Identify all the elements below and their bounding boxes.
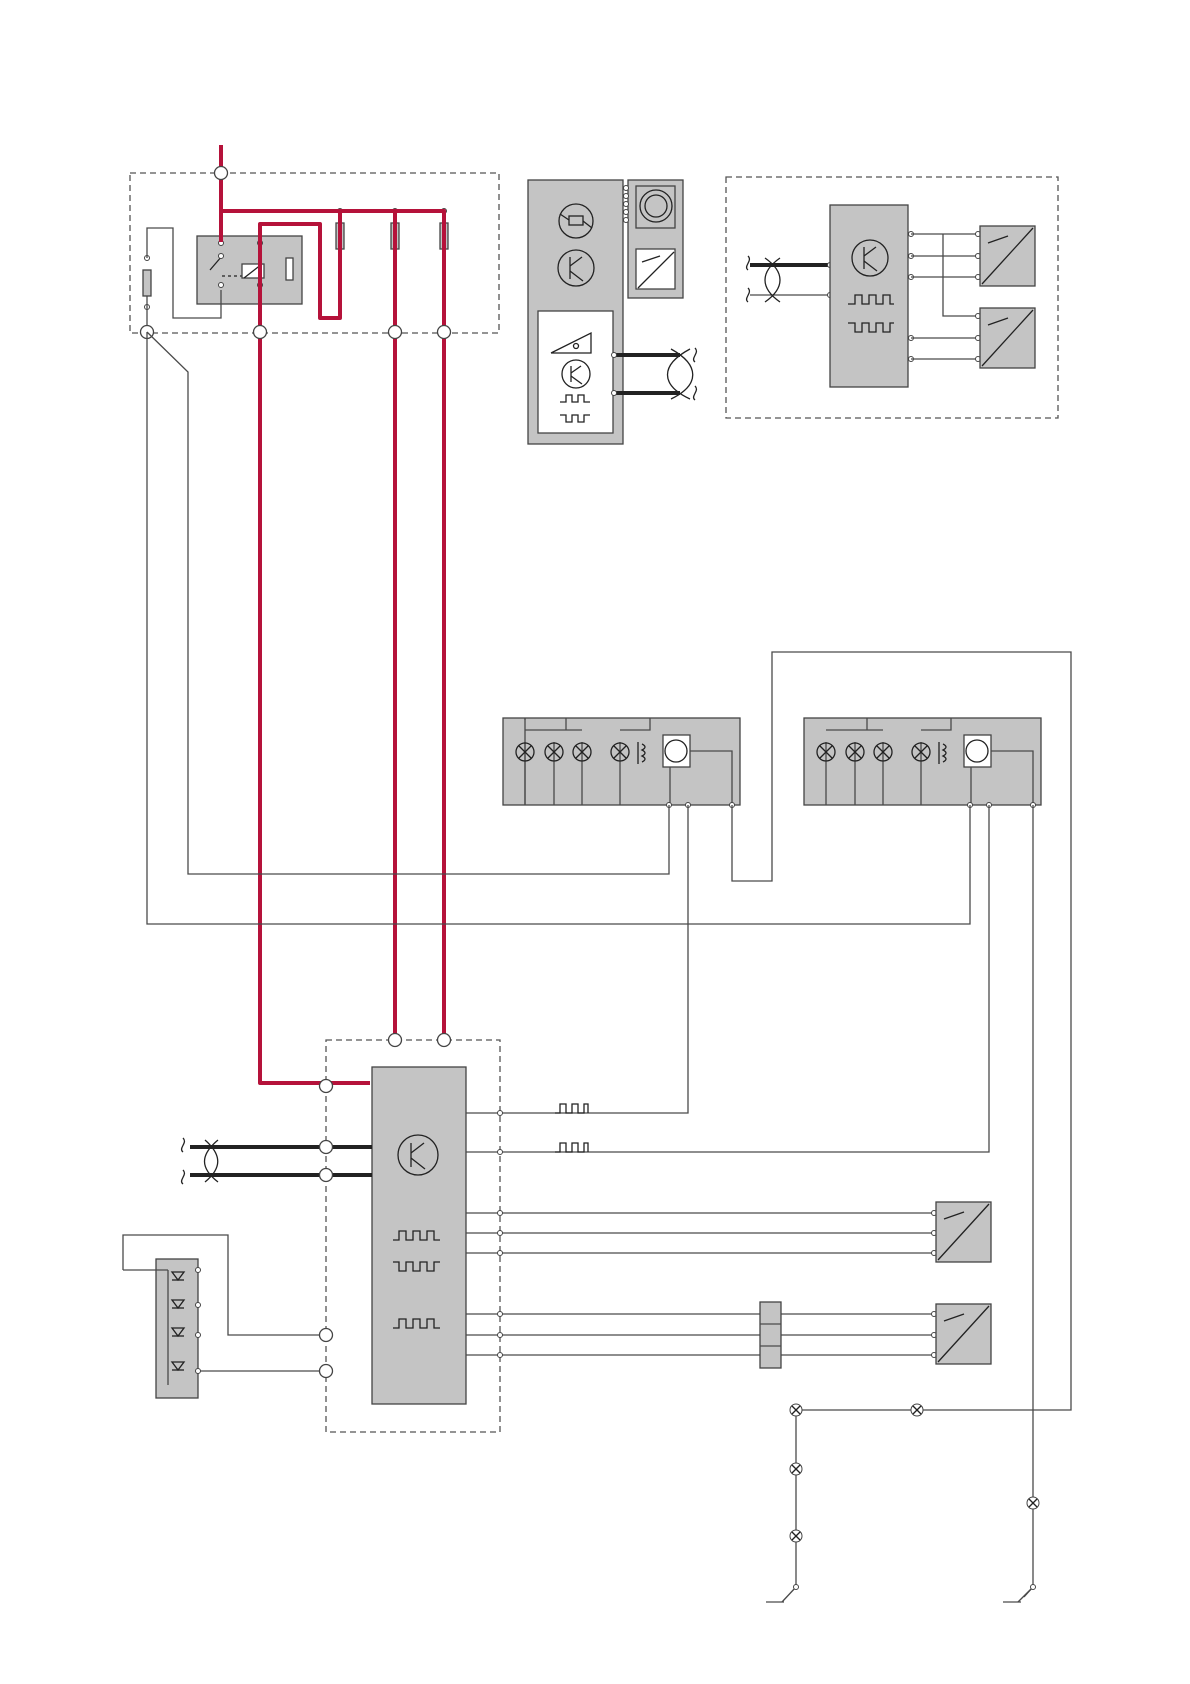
junction <box>438 326 451 339</box>
sensor-module <box>726 177 1058 418</box>
pulse-signal-icon <box>555 1104 588 1113</box>
signal-wiring <box>147 332 1071 1597</box>
junction <box>254 326 267 339</box>
ground-icon <box>790 1404 1039 1542</box>
left-rear-light-cluster <box>503 718 740 808</box>
sensor-lower <box>936 1304 991 1364</box>
sensor-upper <box>936 1202 991 1262</box>
connector <box>760 1302 781 1368</box>
instrument-cluster <box>528 180 696 444</box>
control-unit-outputs <box>466 1104 937 1368</box>
pulse-signal-icon <box>555 1143 588 1152</box>
bus-wiring <box>182 1138 372 1184</box>
ground-points <box>766 1404 1039 1602</box>
right-rear-light-cluster <box>804 718 1041 808</box>
junction <box>389 326 402 339</box>
led-switch-unit <box>123 1235 333 1398</box>
sensor-icon <box>636 249 675 289</box>
supply-junction <box>215 167 228 180</box>
fuse-icon <box>143 270 151 296</box>
